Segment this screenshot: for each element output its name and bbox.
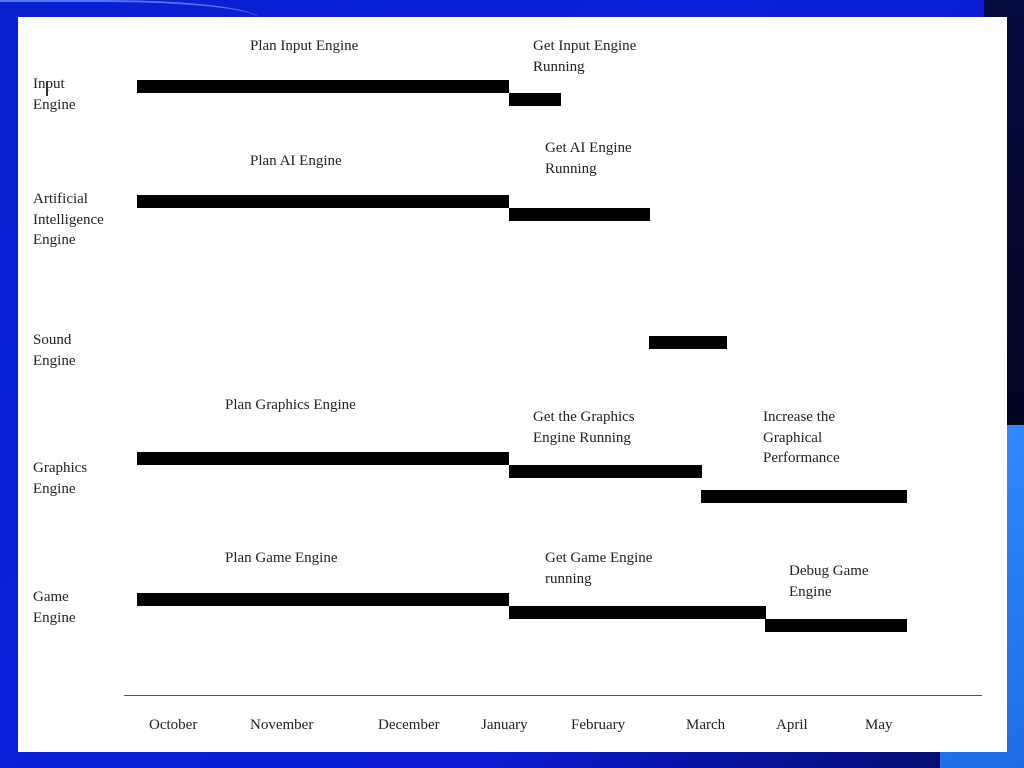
task-bar-get-game-engine-running bbox=[509, 606, 766, 619]
month-label-december: December bbox=[378, 717, 440, 733]
task-bar-get-ai-engine-running bbox=[509, 208, 650, 221]
month-label-february: February bbox=[571, 717, 626, 733]
row-label-sound-engine: Sound Engine bbox=[33, 332, 76, 369]
month-label-november: November bbox=[250, 717, 314, 733]
task-bar-plan-input-engine bbox=[137, 80, 509, 93]
task-label: Plan Input Engine bbox=[250, 38, 359, 54]
text-cursor-icon bbox=[46, 82, 48, 96]
task-bar-debug-game-engine bbox=[765, 619, 907, 632]
task-label: Get Game Engine running bbox=[545, 550, 653, 587]
task-label: Get AI Engine Running bbox=[545, 140, 632, 177]
task-bar-plan-ai-engine bbox=[137, 195, 509, 208]
slide-canvas: Input Engine Artificial Intelligence Eng… bbox=[18, 17, 1007, 752]
row-label-input-engine: Input Engine bbox=[33, 76, 76, 113]
task-label: Get Input Engine Running bbox=[533, 38, 637, 75]
month-label-january: January bbox=[481, 717, 528, 733]
task-bar-get-input-engine-running bbox=[509, 93, 561, 106]
task-label: Plan Graphics Engine bbox=[225, 397, 356, 413]
month-label-october: October bbox=[149, 717, 198, 733]
month-label-may: May bbox=[865, 717, 893, 733]
row-label-game-engine: Game Engine bbox=[33, 589, 76, 626]
task-label: Get the Graphics Engine Running bbox=[533, 409, 635, 446]
month-label-april: April bbox=[776, 717, 808, 733]
task-label: Increase the Graphical Performance bbox=[763, 409, 840, 466]
task-bar-plan-game-engine bbox=[137, 593, 509, 606]
row-label-graphics-engine: Graphics Engine bbox=[33, 460, 88, 497]
month-label-march: March bbox=[686, 717, 726, 733]
task-bar-get-graphics-engine-running bbox=[509, 465, 702, 478]
task-bar-plan-graphics-engine bbox=[137, 452, 509, 465]
task-label: Plan Game Engine bbox=[225, 550, 338, 566]
task-label: Plan AI Engine bbox=[250, 153, 342, 169]
timeline-axis bbox=[124, 695, 982, 696]
decorative-arc bbox=[0, 0, 260, 32]
task-bar-increase-graphical-performance bbox=[701, 490, 907, 503]
row-label-ai-engine: Artificial Intelligence Engine bbox=[33, 191, 104, 248]
task-label: Debug Game Engine bbox=[789, 563, 869, 600]
task-bar-sound-engine bbox=[649, 336, 727, 349]
